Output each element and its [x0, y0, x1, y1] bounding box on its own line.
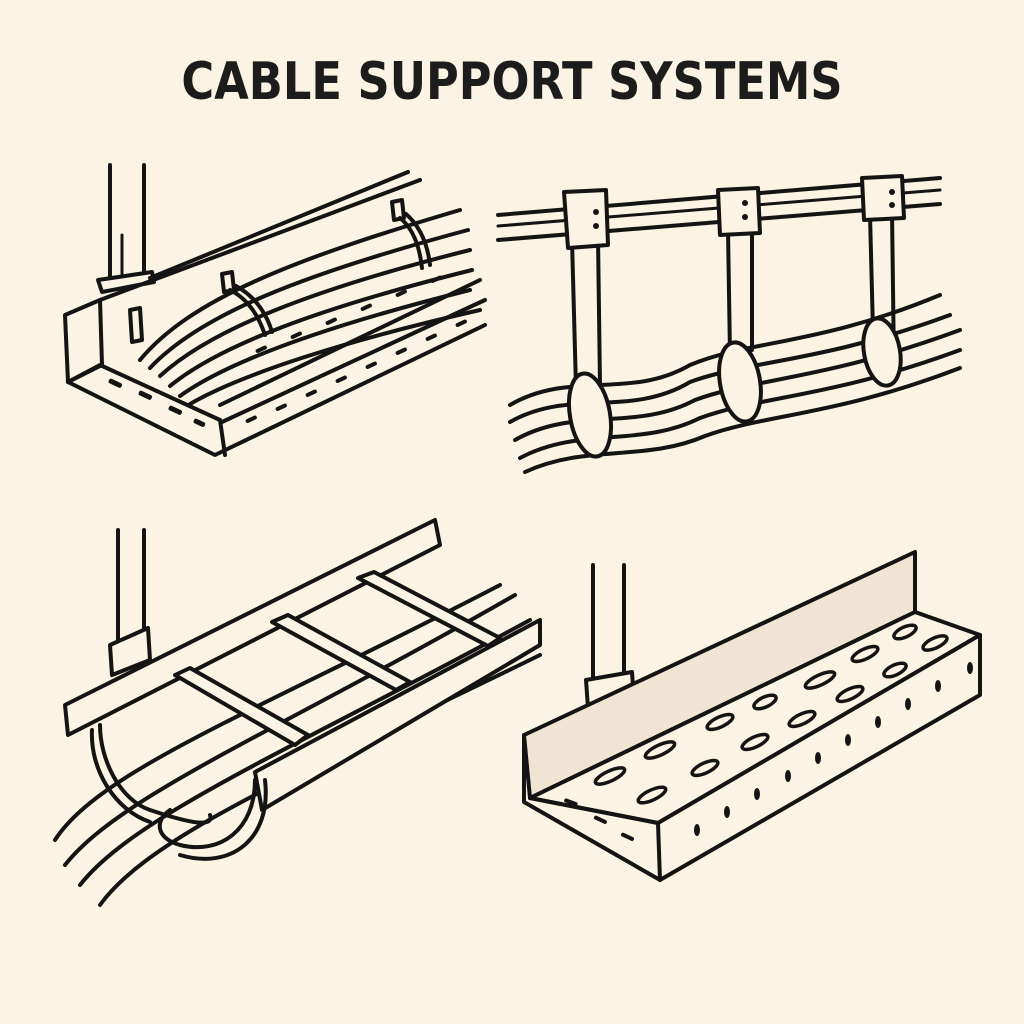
slotted-cable-tray-icon	[522, 550, 982, 882]
slotted-cable-tray-illustration	[510, 540, 990, 890]
cable-hanger-illustration	[490, 160, 980, 480]
ladder-cable-tray-illustration	[40, 510, 550, 920]
ladder-cable-tray-icon	[53, 518, 542, 907]
perforated-cable-tray-illustration	[40, 150, 490, 470]
cable-hanger-icon	[496, 174, 962, 474]
perforated-cable-tray-icon	[63, 163, 487, 457]
page-title: CABLE SUPPORT SYSTEMS	[181, 52, 843, 112]
